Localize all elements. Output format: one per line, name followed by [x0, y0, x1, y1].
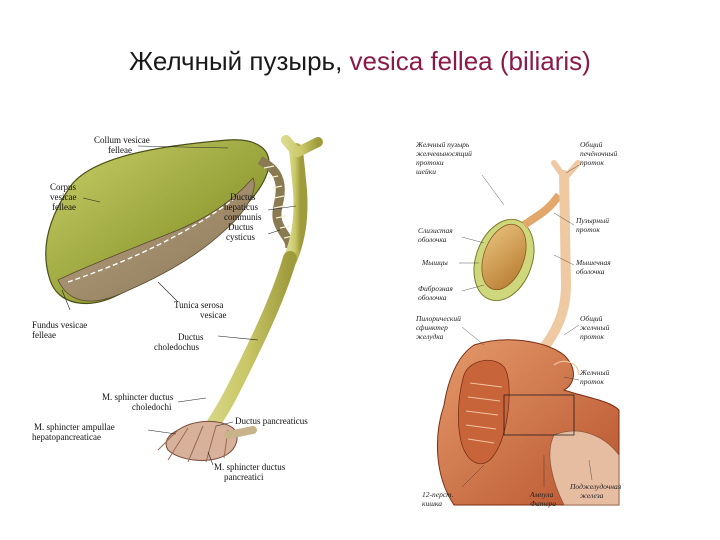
title-latin: vesica fellea (biliaris) — [349, 46, 591, 76]
ampulla-sphincter — [165, 421, 238, 461]
title-main: Желчный пузырь, — [129, 46, 350, 76]
label-pancreaticus: Ductus pancreaticus — [235, 416, 308, 426]
hepatic-duct — [283, 143, 308, 267]
rlabel-k: 12-перст.кишка — [422, 490, 454, 508]
cystic-duct — [257, 156, 295, 249]
gallbladder-inner-wall — [57, 177, 255, 302]
rlabel-e: Мышцы — [421, 258, 448, 267]
common-bile-duct — [196, 251, 297, 447]
page-title: Желчный пузырь, vesica fellea (biliaris) — [0, 46, 720, 77]
